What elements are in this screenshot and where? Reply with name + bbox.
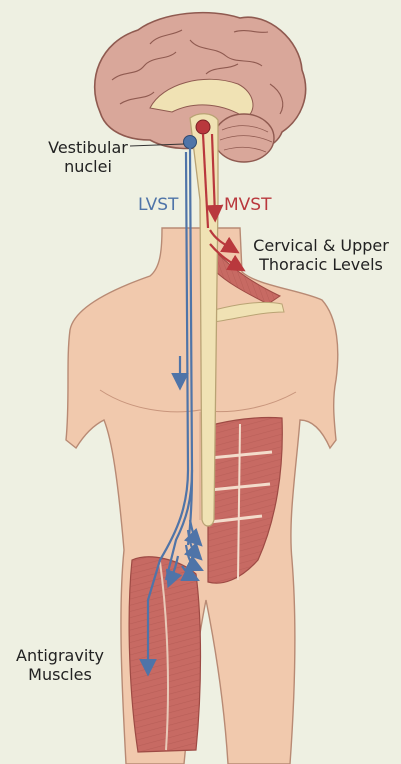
mvst-label: MVST xyxy=(224,196,271,215)
vestibular-line-1: Vestibular xyxy=(42,138,134,157)
lvst-label: LVST xyxy=(138,196,178,215)
antigravity-line-1: Antigravity xyxy=(8,646,112,665)
vestibular-nuclei-label: Vestibular nuclei xyxy=(42,138,134,176)
vestibular-line-2: nuclei xyxy=(42,157,134,176)
cervical-line-1: Cervical & Upper xyxy=(250,236,392,255)
antigravity-line-2: Muscles xyxy=(8,665,112,684)
cervical-label: Cervical & Upper Thoracic Levels xyxy=(250,236,392,274)
antigravity-label: Antigravity Muscles xyxy=(8,646,112,684)
cerebellum-illustration xyxy=(214,114,274,162)
cervical-line-2: Thoracic Levels xyxy=(250,255,392,274)
